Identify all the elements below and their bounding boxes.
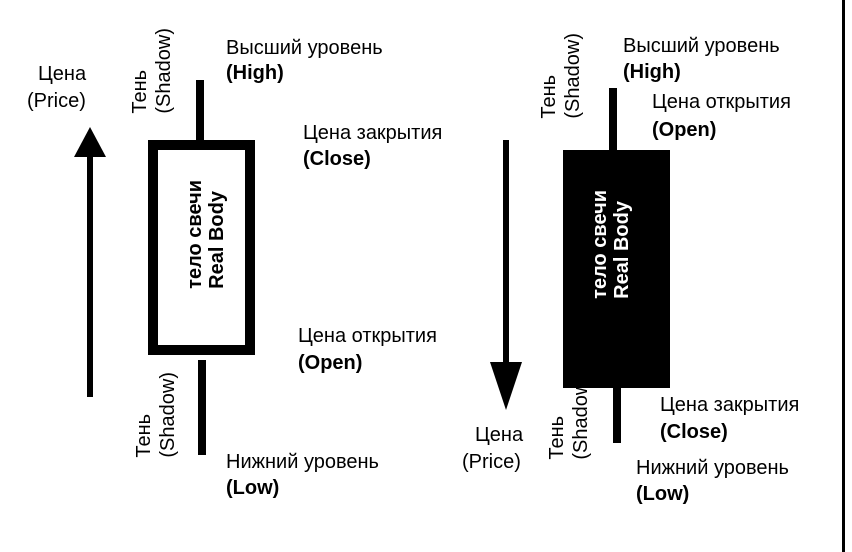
shadow-label-ru: Тень: [538, 74, 560, 119]
high-label: Высший уровень: [226, 37, 383, 59]
body-label: тело свечи Real Body: [589, 190, 633, 299]
low-label: Нижний уровень: [226, 451, 379, 473]
shadow-label-en: (Shadow): [562, 33, 584, 119]
open-label: Цена открытия: [652, 91, 791, 113]
lower-shadow-label: Тень (Shadow): [132, 372, 180, 458]
upper-shadow: [609, 88, 617, 152]
price-label-en: (Price): [27, 90, 86, 112]
body-label-en: Real Body: [206, 191, 228, 289]
shadow-label-en: (Shadow): [153, 28, 175, 114]
shadow-label-ru: Тень: [129, 69, 151, 114]
close-label: Цена закрытия: [303, 122, 443, 144]
high-label-en: (High): [623, 61, 681, 83]
body-label-en: Real Body: [611, 201, 633, 299]
shadow-label-en: (Shadow): [570, 374, 592, 460]
filled-real-body: тело свечи Real Body: [563, 150, 670, 388]
open-label-en: (Open): [298, 352, 363, 374]
body-label-ru: тело свечи: [589, 190, 611, 299]
lower-shadow: [613, 386, 621, 443]
low-label: Нижний уровень: [636, 457, 789, 479]
body-label-ru: тело свечи: [184, 180, 206, 289]
body-label: тело свечи Real Body: [184, 180, 228, 289]
price-up-arrow-icon: [74, 127, 106, 397]
open-label-en: (Open): [652, 119, 717, 141]
low-label-en: (Low): [636, 483, 690, 505]
close-label: Цена закрытия: [660, 394, 800, 416]
hollow-real-body: тело свечи Real Body: [148, 140, 255, 355]
low-label-en: (Low): [226, 477, 280, 499]
shadow-label-ru: Тень: [546, 415, 568, 460]
lower-shadow: [198, 360, 206, 455]
price-label-en: (Price): [462, 451, 521, 473]
close-label-en: (Close): [660, 421, 728, 443]
upper-shadow-label: Тень (Shadow): [128, 28, 176, 114]
close-label-en: (Close): [303, 148, 371, 170]
shadow-label-ru: Тень: [133, 413, 155, 458]
page-border-line: [842, 0, 845, 552]
shadow-label-en: (Shadow): [157, 372, 179, 458]
price-label: Цена: [38, 63, 87, 85]
lower-shadow-label: Тень (Shadow): [545, 374, 593, 460]
price-down-arrow-icon: [490, 140, 522, 410]
open-label: Цена открытия: [298, 325, 437, 347]
high-label: Высший уровень: [623, 35, 780, 57]
upper-shadow: [196, 80, 204, 142]
upper-shadow-label: Тень (Shadow): [537, 33, 585, 119]
high-label-en: (High): [226, 62, 284, 84]
price-label: Цена: [475, 424, 524, 446]
